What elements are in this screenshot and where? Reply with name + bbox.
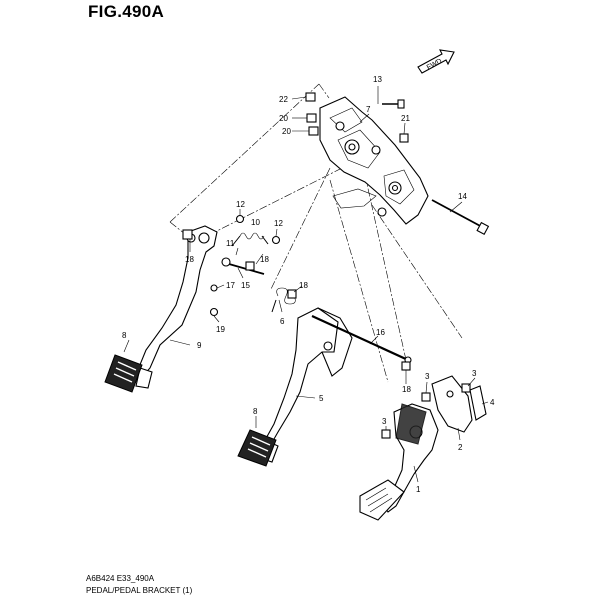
callout-11: 11	[226, 239, 235, 248]
callout-21: 21	[401, 114, 410, 123]
spring-10	[231, 232, 269, 247]
fwd-arrow-icon: FWD	[417, 49, 455, 74]
callout-18d: 18	[402, 385, 411, 394]
callout-5: 5	[319, 394, 324, 403]
accelerator-pedal	[383, 403, 439, 513]
pedal-pad-left	[104, 354, 143, 393]
bracket-4	[469, 385, 487, 421]
callout-9: 9	[197, 341, 202, 350]
bushing-18a	[182, 229, 193, 240]
callout-20b: 20	[282, 127, 291, 136]
callout-2: 2	[458, 443, 463, 452]
bolt-14	[431, 199, 490, 236]
callout-15: 15	[241, 281, 250, 290]
clutch-pedal	[135, 225, 218, 389]
callout-3c: 3	[382, 417, 387, 426]
callout-22: 22	[279, 95, 288, 104]
callout-4: 4	[490, 398, 495, 407]
figure-caption: PEDAL/PEDAL BRACKET (1)	[86, 586, 193, 595]
pedal-pad-center	[237, 429, 277, 467]
callout-6: 6	[280, 317, 285, 326]
callout-18a: 18	[185, 255, 194, 264]
bushing-19	[209, 307, 219, 317]
bushing-17	[210, 284, 218, 292]
callout-17: 17	[226, 281, 235, 290]
callout-1: 1	[416, 485, 421, 494]
nut-20a	[306, 113, 317, 123]
callout-19: 19	[216, 325, 225, 334]
bushing-18b	[245, 261, 255, 271]
callout-10: 10	[251, 218, 260, 227]
reference-lines	[169, 83, 463, 383]
callout-7: 7	[366, 105, 371, 114]
callout-8a: 8	[122, 331, 127, 340]
bolt-11	[221, 257, 265, 275]
nut-12b	[271, 235, 281, 245]
spring-6	[271, 287, 296, 313]
nut-22	[305, 92, 316, 102]
nut-12a	[235, 214, 245, 224]
callout-14: 14	[458, 192, 467, 201]
nut-3a	[421, 392, 431, 402]
pedal-bracket	[319, 96, 429, 225]
nut-20b	[308, 126, 319, 136]
callout-18c: 18	[299, 281, 308, 290]
callout-3b: 3	[472, 369, 477, 378]
accelerator-pad	[359, 479, 405, 521]
callout-3a: 3	[425, 372, 430, 381]
callout-8b: 8	[253, 407, 258, 416]
callout-12a: 12	[236, 200, 245, 209]
bolt-13	[382, 99, 405, 109]
nut-3b	[461, 383, 471, 393]
nut-21	[399, 133, 409, 143]
figure-code: A6B424 E33_490A	[86, 574, 155, 583]
fwd-label: FWD	[426, 58, 443, 72]
bushing-18c	[287, 289, 297, 299]
callout-18b: 18	[260, 255, 269, 264]
callout-16: 16	[376, 328, 385, 337]
leader-lines	[123, 86, 489, 483]
nut-3c	[381, 429, 391, 439]
figure-title: FIG.490A	[88, 2, 165, 21]
callout-12b: 12	[274, 219, 283, 228]
bushing-18d	[401, 361, 411, 371]
callout-20a: 20	[279, 114, 288, 123]
callout-13: 13	[373, 75, 382, 84]
